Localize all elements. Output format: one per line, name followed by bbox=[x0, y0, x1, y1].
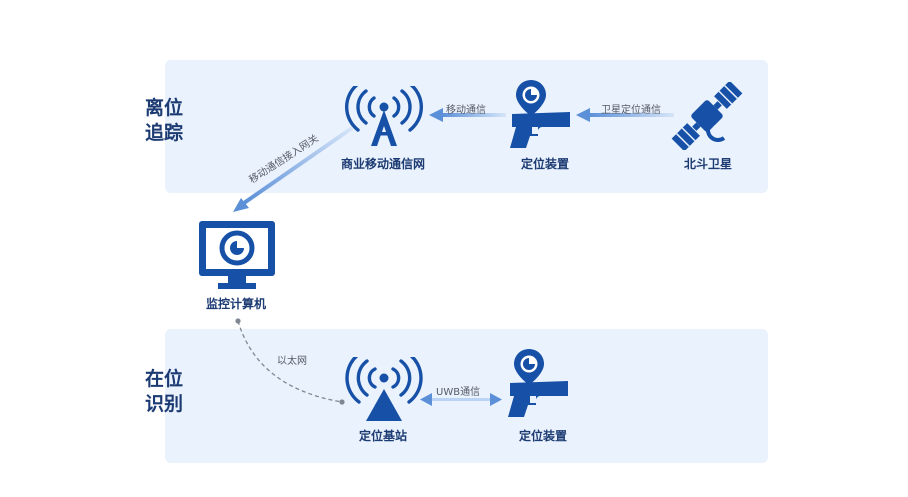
label-locator-top: 定位装置 bbox=[520, 157, 570, 171]
label-beidou-satellite: 北斗卫星 bbox=[683, 157, 733, 171]
section-title-offsite: 离位 追踪 bbox=[145, 96, 183, 146]
arrow-uwb-bidirectional bbox=[420, 393, 502, 406]
pistol-locator-icon bbox=[510, 80, 570, 148]
signal-tower-icon bbox=[344, 86, 424, 146]
label-cellular-network: 商业移动通信网 bbox=[340, 157, 426, 171]
section-title-line: 识别 bbox=[145, 393, 184, 415]
onsite-identification-panel bbox=[165, 329, 768, 463]
section-title-onsite: 在位 识别 bbox=[145, 367, 183, 417]
edge-label-mobile-comm: 移动通信 bbox=[446, 105, 486, 116]
satellite-icon bbox=[671, 82, 743, 150]
pistol-locator-icon bbox=[508, 349, 568, 417]
arrow-locator-to-network bbox=[429, 108, 506, 122]
section-title-line: 追踪 bbox=[145, 122, 184, 144]
arrow-network-to-monitor bbox=[233, 126, 354, 212]
base-station-icon bbox=[345, 357, 423, 421]
label-base-station: 定位基站 bbox=[358, 429, 408, 443]
ethernet-dashed-link bbox=[235, 318, 345, 405]
edge-label-satellite-comm: 卫星定位通信 bbox=[601, 105, 661, 116]
section-title-line: 离位 bbox=[145, 97, 184, 119]
arrow-satellite-to-locator bbox=[576, 108, 674, 122]
label-monitor-computer: 监控计算机 bbox=[205, 297, 267, 311]
section-title-line: 在位 bbox=[145, 368, 184, 390]
offsite-tracking-panel bbox=[165, 60, 768, 193]
label-locator-bottom: 定位装置 bbox=[518, 429, 568, 443]
edge-label-uwb: UWB通信 bbox=[436, 387, 481, 398]
monitor-icon bbox=[199, 221, 275, 289]
edge-label-ethernet: 以太网 bbox=[277, 356, 307, 367]
